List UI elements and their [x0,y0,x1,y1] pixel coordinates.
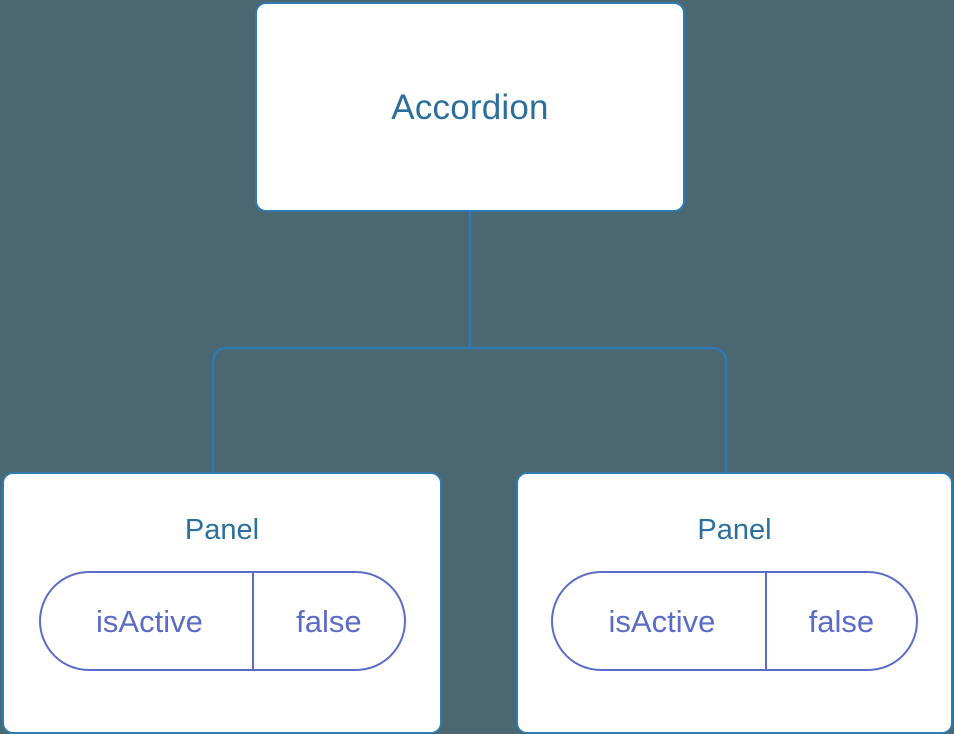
node-panel-2[interactable]: Panel isActive false [516,472,953,734]
edge-to-panel-right [470,346,728,474]
node-panel-2-title: Panel [697,514,772,546]
state-key-panel-2: isActive [608,603,716,639]
state-key-panel-1: isActive [96,603,203,639]
node-panel-1-title: Panel [184,514,260,546]
node-panel-1[interactable]: Panel isActive false [2,472,442,734]
node-accordion[interactable]: Accordion [255,2,685,212]
node-accordion-title: Accordion [391,87,549,127]
edge-to-panel-left [211,346,470,474]
state-value-panel-2: false [764,573,916,669]
state-value-panel-1: false [252,573,403,669]
state-badge-panel-1[interactable]: isActive false [38,571,406,671]
state-badge-panel-2[interactable]: isActive false [551,571,918,671]
